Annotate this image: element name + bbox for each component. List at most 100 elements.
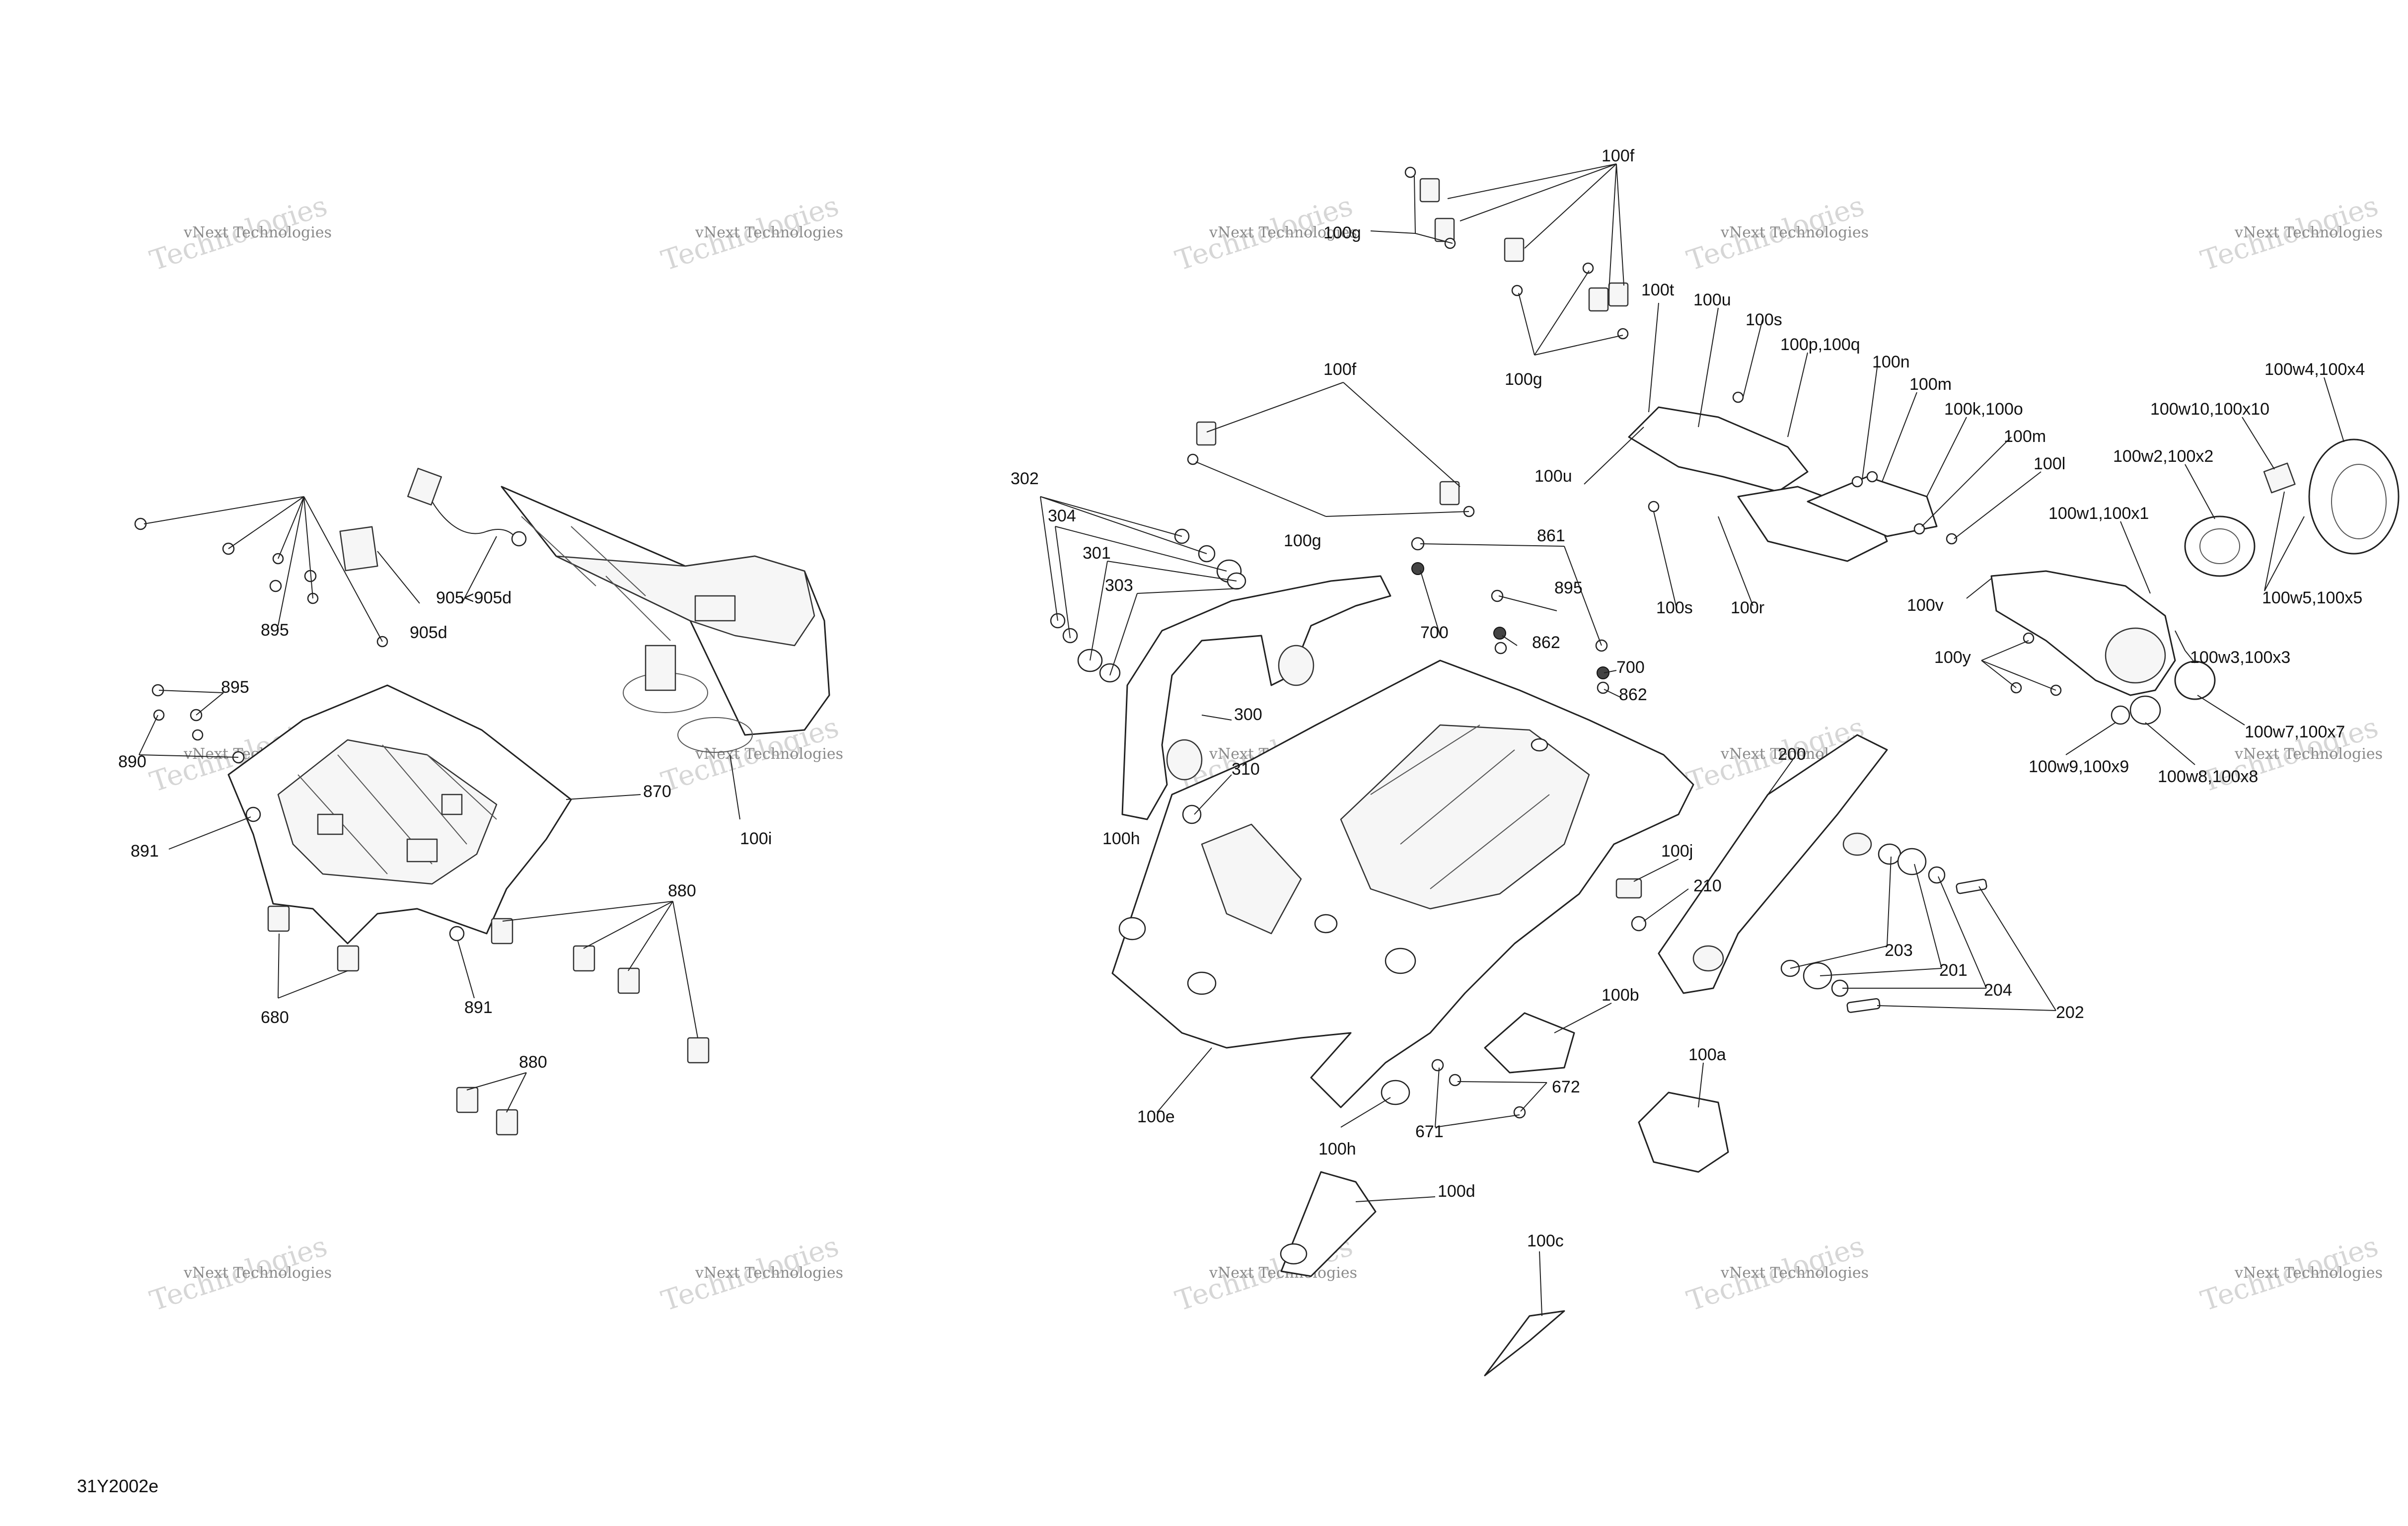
callout-label: 100l — [2034, 454, 2065, 473]
rear-housing-top — [555, 555, 815, 647]
callout-label: 100v — [1907, 596, 1944, 615]
center-assembly — [1040, 163, 2400, 1377]
housing-tab — [694, 595, 736, 622]
clip-group-880 — [456, 918, 710, 1136]
bracket-100r — [1737, 486, 1888, 562]
callout-label: 100p,100q — [1780, 335, 1860, 354]
callout-label: 100w5,100x5 — [2262, 588, 2362, 607]
hardware-861-862 — [1411, 537, 1609, 694]
fastener-210 — [1631, 916, 1647, 932]
body-grommet — [1314, 914, 1338, 934]
callout-label: 100f — [1602, 146, 1635, 165]
callout-label: 905<905d — [436, 588, 511, 607]
callout-label: 100a — [1688, 1045, 1726, 1064]
side-trim-200 — [1658, 734, 1888, 994]
nut-100w9 — [2111, 705, 2130, 725]
callout-label: 100s — [1656, 598, 1693, 617]
fastener-891 — [449, 926, 465, 942]
callout-label: 100e — [1137, 1107, 1175, 1126]
gasket-100w10 — [2263, 462, 2296, 494]
right-leaders — [1966, 377, 2344, 765]
svg-text:vNext Technologies: vNext Technologies — [2234, 224, 2383, 241]
callout-label: 304 — [1048, 507, 1076, 525]
callout-label: 870 — [643, 782, 671, 801]
callout-label: 100m — [2004, 427, 2046, 446]
callout-label: 204 — [1984, 981, 2012, 1000]
callout-label: 100y — [1934, 648, 1971, 667]
center-leaders — [1040, 163, 2056, 1316]
washer-672 — [1449, 1074, 1461, 1087]
cover-boss — [2105, 627, 2166, 684]
callout-label: 100u — [1534, 467, 1572, 486]
callout-label: 100w9,100x9 — [2029, 757, 2129, 776]
callout-label: 895 — [261, 621, 289, 640]
svg-text:vNext Technologies: vNext Technologies — [1720, 224, 1869, 241]
left-assembly — [134, 468, 830, 1136]
clip-group-680 — [267, 905, 360, 972]
body-grommet — [1187, 971, 1217, 995]
bracket-100u — [1628, 406, 1809, 493]
grommet-100h — [1118, 917, 1146, 941]
callout-label: 100h — [1102, 829, 1140, 848]
callout-label: 680 — [261, 1008, 289, 1027]
key-fob — [407, 468, 442, 506]
callout-label: 671 — [1415, 1122, 1444, 1141]
callout-label: 672 — [1552, 1078, 1580, 1096]
callout-label: 895 — [221, 678, 249, 697]
callout-label: 100d — [1438, 1182, 1475, 1201]
body-grommet — [1531, 738, 1548, 752]
callout-label: 100g — [1323, 223, 1361, 242]
callout-label: 700 — [1616, 658, 1645, 677]
hardware-200-series — [1780, 843, 1987, 1013]
drawing-code: 31Y2002e — [77, 1476, 158, 1496]
body-grommet — [1385, 947, 1416, 974]
callout-label: 895 — [1554, 579, 1583, 597]
washer-671 — [1431, 1059, 1444, 1072]
trim-mount — [1842, 832, 1872, 856]
actuator-100w2 — [2184, 515, 2256, 577]
tray-clip — [441, 794, 463, 815]
callout-label: 100s — [1746, 310, 1782, 329]
callout-label: 100n — [1872, 353, 1910, 371]
tag-905d — [339, 526, 378, 572]
washer-100w8 — [2129, 695, 2161, 725]
callout-label: 100u — [1693, 291, 1731, 309]
callout-label: 100r — [1731, 598, 1764, 617]
callout-label: 100f — [1323, 360, 1357, 379]
clip-310 — [1182, 804, 1202, 824]
callout-label: 300 — [1234, 705, 1262, 724]
trim-mount — [1692, 945, 1724, 972]
svg-text:vNext Technologies: vNext Technologies — [2234, 1264, 2383, 1282]
disc-100w7 — [2174, 660, 2216, 700]
callout-label: 100w10,100x10 — [2150, 400, 2269, 419]
callout-label: 880 — [519, 1053, 547, 1072]
bracket-100a — [1638, 1091, 1729, 1173]
callout-label: 202 — [2056, 1003, 2084, 1022]
callout-label: 100k,100o — [1944, 400, 2023, 419]
svg-text:vNext Technologies: vNext Technologies — [1209, 224, 1357, 241]
handle-mount — [1166, 739, 1203, 781]
housing-100w4 — [2308, 438, 2400, 555]
key-ring — [511, 531, 527, 547]
handle-mount — [1278, 645, 1314, 686]
svg-text:vNext Technologies: vNext Technologies — [1720, 1264, 1869, 1282]
callout-label: 210 — [1693, 876, 1722, 895]
callout-label: 201 — [1939, 961, 1968, 980]
svg-text:vNext Technologies: vNext Technologies — [183, 224, 332, 241]
callout-label: 303 — [1105, 576, 1133, 595]
callout-label: 203 — [1885, 941, 1913, 960]
clip-group-100f — [1196, 178, 1629, 506]
callout-label: 100j — [1661, 842, 1693, 861]
tray-clip — [406, 838, 438, 863]
callout-labels: 100f 100g 100g 100t 100u 100s 100p,100q … — [118, 146, 2365, 1250]
callout-label: 100w2,100x2 — [2113, 447, 2213, 466]
callout-label: 891 — [464, 998, 493, 1017]
plate-100c — [1484, 1310, 1565, 1377]
left-leaders — [139, 496, 740, 1113]
